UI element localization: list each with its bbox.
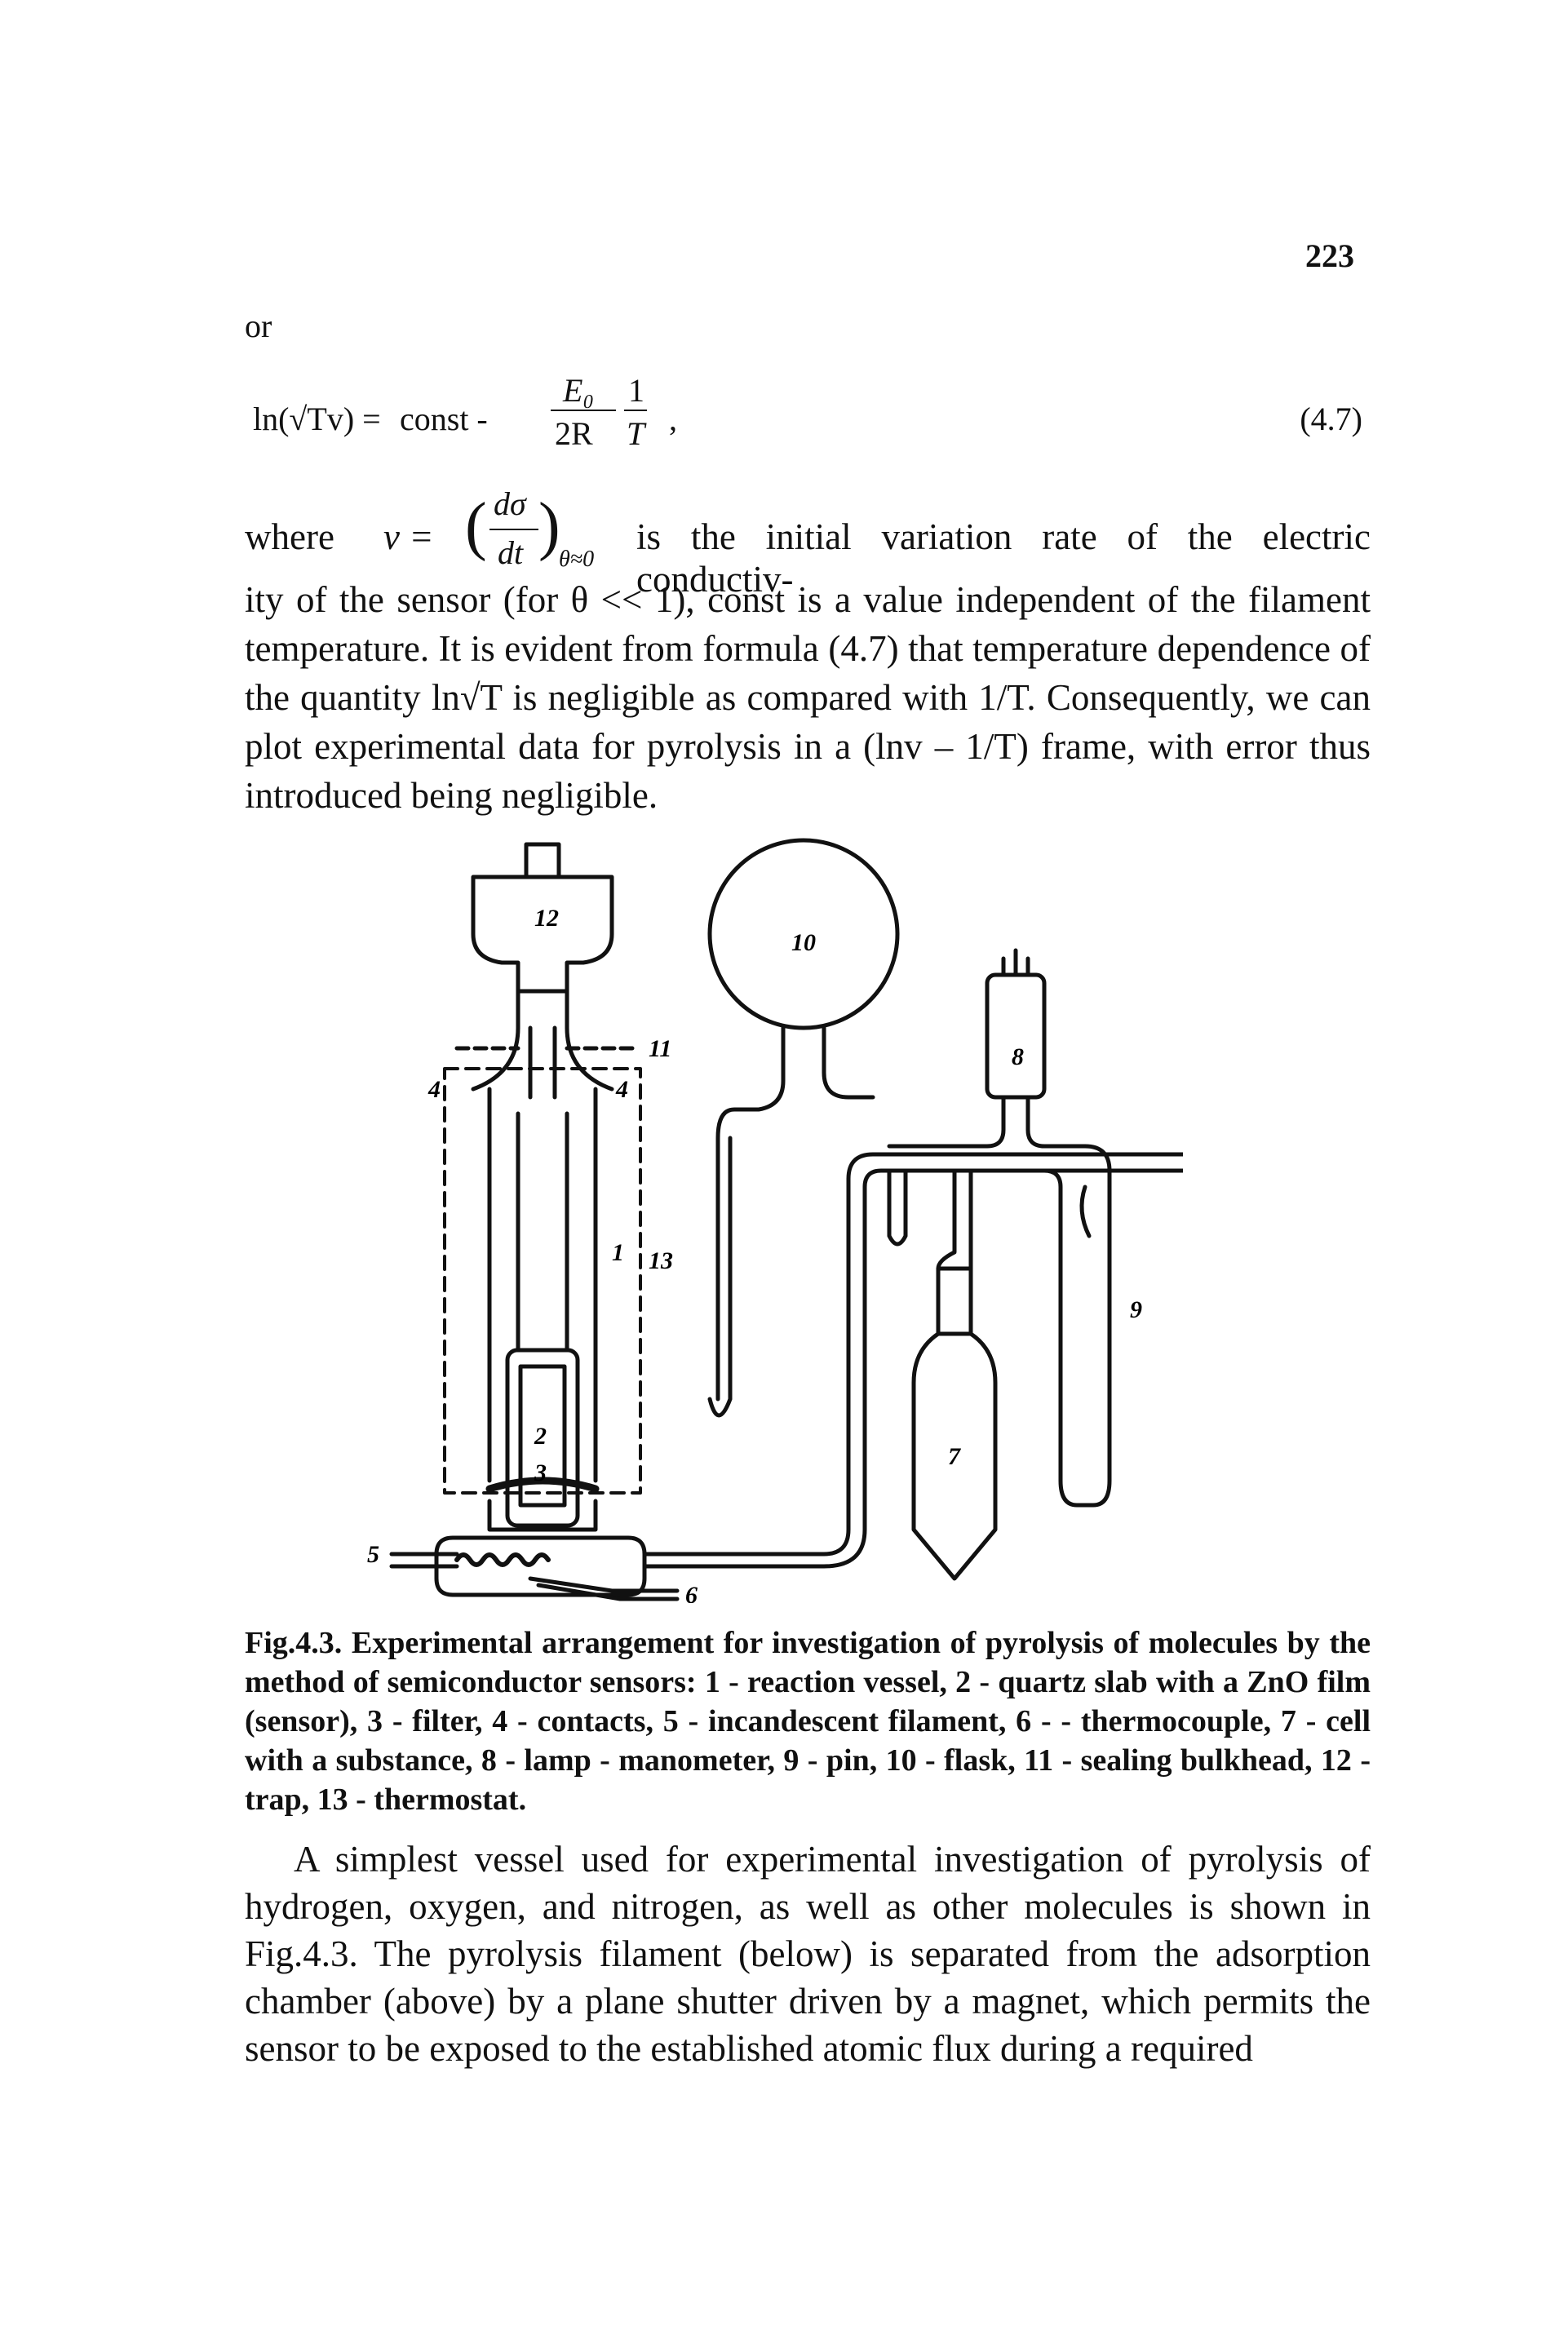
thermocouple-6: [528, 1576, 680, 1601]
cell-neck-left: [887, 1168, 908, 1247]
cell-plug: [936, 1266, 973, 1336]
filter-3: [485, 1477, 600, 1493]
trap-top-tube: [524, 842, 561, 879]
label-13: 13: [649, 1247, 673, 1274]
label-2: 2: [534, 1423, 547, 1450]
fraction-bar: [489, 529, 538, 530]
trap-neck: [516, 989, 569, 1030]
left-paren: (: [465, 490, 487, 562]
funnel-top: [471, 1025, 614, 1092]
label-3: 3: [534, 1459, 547, 1486]
filament-chamber: [434, 1535, 647, 1597]
connecting-tube-inner: [642, 1168, 1183, 1569]
filament-leads-5: [389, 1552, 459, 1569]
label-11: 11: [649, 1035, 671, 1062]
vessel-bottom: [487, 1499, 598, 1532]
intro-word: or: [245, 308, 272, 344]
paragraph-1: ity of the sensor (for θ << 1), const is…: [245, 575, 1371, 820]
label-4a: 4: [427, 1076, 441, 1103]
label-4b: 4: [615, 1076, 628, 1103]
flask-return: [707, 1136, 733, 1418]
trap-12-body: [471, 875, 614, 994]
label-1: 1: [612, 1239, 624, 1266]
right-paren: ): [538, 490, 560, 562]
pin-9: [1042, 1144, 1112, 1508]
label-12: 12: [534, 905, 559, 932]
figure-caption: Fig.4.3. Experimental arrangement for in…: [245, 1626, 1371, 1817]
dt: dt: [498, 534, 524, 571]
cell-7: [911, 1331, 998, 1581]
lamp-pins: [1001, 948, 1030, 977]
vessel-1-walls: [487, 1087, 598, 1483]
equation-lhs: ln(√Tv) =: [253, 401, 381, 437]
label-8: 8: [1012, 1043, 1024, 1070]
inner-tube: [516, 1111, 569, 1353]
thermostat-13: [443, 1067, 642, 1495]
lamp-8: [985, 972, 1047, 1100]
lamp-neck: [887, 1095, 1087, 1149]
equation-const: const -: [400, 401, 488, 437]
filament-coil-5: [454, 1552, 551, 1567]
page-number: 223: [1305, 237, 1354, 274]
equation-frac2-bar: [624, 410, 647, 411]
equation-frac1-num: E₀: [563, 372, 595, 409]
figure-labels: 12 10 11 4 4 1 13 2 3 8 9 7 5 6: [367, 905, 1142, 1603]
quartz-slab-2: [505, 1348, 580, 1528]
apparatus-figure: 12 10 11 4 4 1 13 2 3 8 9 7 5 6: [367, 838, 1183, 1603]
pin-curl: [1079, 1185, 1092, 1238]
label-9: 9: [1130, 1296, 1142, 1323]
equation-frac2-num: 1: [628, 372, 644, 409]
equation-frac2-den: T: [627, 415, 645, 452]
equation-4-7: ln(√Tv) = const - E₀ 2R 1 T , (4.7): [253, 372, 1362, 465]
label-5: 5: [367, 1541, 379, 1568]
d-sigma: dσ: [494, 485, 526, 522]
paragraph-1-text: ity of the sensor (for θ << 1), const is…: [245, 579, 1371, 816]
label-6: 6: [685, 1582, 698, 1603]
where-v-eq: v =: [383, 516, 434, 557]
where-word: where: [245, 516, 334, 557]
connecting-tube-outer: [642, 1152, 1183, 1557]
flask-10: [707, 838, 900, 1030]
zno-film: [518, 1364, 567, 1508]
where-definition: where v = ( dσ dt ) θ≈0 is the initial v…: [245, 485, 1371, 600]
where-text: is the initial variation rate of the ele…: [636, 516, 1371, 600]
cell-neck-right: [936, 1168, 973, 1320]
theta-subscript: θ≈0: [559, 547, 595, 572]
paragraph-2: A simplest vessel used for experimental …: [245, 1839, 1371, 2069]
equation-number: (4.7): [1300, 401, 1362, 437]
label-10: 10: [791, 929, 816, 956]
equation-comma: ,: [669, 401, 677, 437]
equation-frac1-den: 2R: [555, 415, 593, 452]
flask-stem: [715, 1025, 875, 1402]
funnel-inner: [528, 1025, 557, 1100]
equation-frac1-bar: [551, 410, 616, 411]
label-7: 7: [948, 1443, 961, 1470]
